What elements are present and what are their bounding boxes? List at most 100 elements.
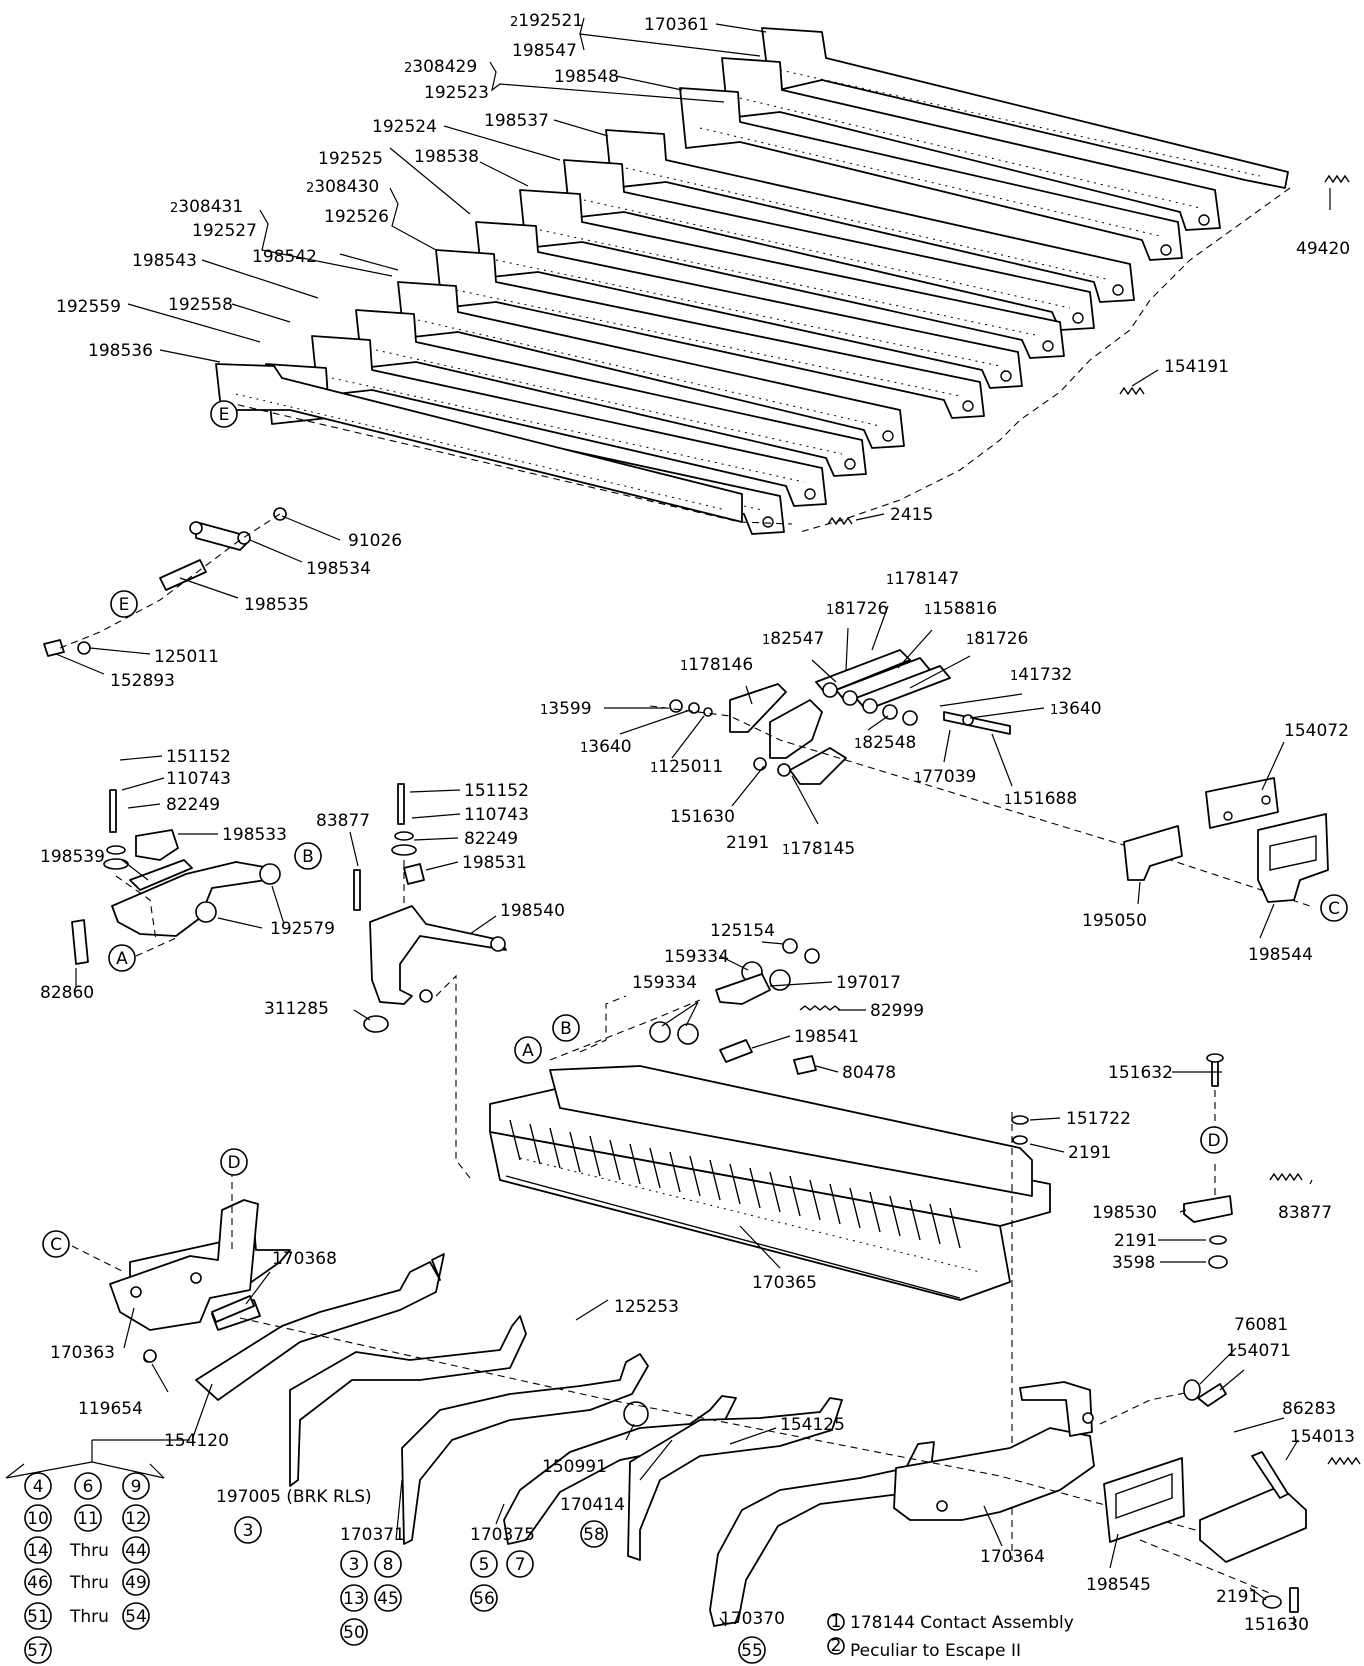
part-label: 151152 [464, 781, 529, 801]
part-label: 198541 [794, 1027, 859, 1047]
part-number: 308431 [178, 197, 243, 217]
contact-assembly [649, 649, 1311, 907]
marker-glyph: 1 [650, 761, 658, 776]
part-label: 1158816 [924, 599, 997, 619]
svg-text:D: D [227, 1153, 240, 1173]
code-bar [721, 57, 1221, 231]
part-label: 2308430 [306, 177, 379, 197]
shaft-assembly [43, 507, 287, 657]
marker-glyph: 1 [1004, 793, 1012, 808]
svg-text:7: 7 [515, 1555, 526, 1575]
part-label: 1125011 [650, 757, 723, 777]
code-bar [519, 189, 1065, 359]
svg-text:56: 56 [473, 1589, 495, 1609]
svg-text:3: 3 [243, 1521, 254, 1541]
bracket-198540 [353, 783, 507, 1179]
part-label: 170364 [980, 1547, 1045, 1567]
part-label: 198543 [132, 251, 197, 271]
marker-glyph: 1 [580, 741, 588, 756]
key-number: 49 [122, 1568, 150, 1596]
svg-text:9: 9 [131, 1477, 142, 1497]
part-label: 110743 [166, 769, 231, 789]
key-range-word: Thru [69, 1607, 109, 1627]
marker-glyph: 2 [306, 181, 314, 196]
part-label: 13640 [1050, 699, 1102, 719]
part-number: 3640 [588, 737, 631, 757]
part-label: 154013 [1290, 1427, 1355, 1447]
part-number: 178147 [894, 569, 959, 589]
svg-text:55: 55 [741, 1641, 763, 1661]
part-label: 198544 [1248, 945, 1313, 965]
key-number: 45 [374, 1584, 402, 1612]
part-label: 192526 [324, 207, 389, 227]
code-bar [679, 87, 1183, 261]
part-label: 2192521 [510, 11, 583, 31]
part-label: 192524 [372, 117, 437, 137]
svg-text:B: B [560, 1019, 572, 1039]
ref-marker: D [1200, 1126, 1228, 1154]
ref-marker: E [110, 590, 138, 618]
key-number: 7 [506, 1550, 534, 1578]
key-number: 44 [122, 1536, 150, 1564]
part-label: 177039 [914, 767, 976, 787]
code-bar [355, 309, 867, 477]
part-number: 82548 [862, 733, 916, 753]
spring [1119, 386, 1145, 396]
part-label: 154071 [1226, 1341, 1291, 1361]
marker-glyph: 1 [540, 703, 548, 718]
part-label: 2415 [890, 505, 933, 525]
marker-glyph: 1 [782, 843, 790, 858]
part-label: 76081 [1234, 1315, 1288, 1335]
marker-glyph: 1 [886, 573, 894, 588]
spring [1324, 174, 1350, 184]
key-number: 9 [122, 1472, 150, 1500]
part-label: 170370 [720, 1609, 785, 1629]
key-number: 4 [24, 1472, 52, 1500]
svg-text:49: 49 [125, 1573, 147, 1593]
key-number: 57 [24, 1636, 52, 1664]
svg-text:5: 5 [479, 1555, 490, 1575]
part-number: 178145 [790, 839, 855, 859]
part-label: 141732 [1010, 665, 1072, 685]
key-number: 14 [24, 1536, 52, 1564]
part-label: 82999 [870, 1001, 924, 1021]
part-label: 82249 [166, 795, 220, 815]
marker-glyph: 1 [762, 633, 770, 648]
legend-item: 2 Peculiar to Escape II [827, 1636, 1021, 1661]
part-label: 198536 [88, 341, 153, 361]
ref-marker: C [42, 1230, 70, 1258]
part-label: 181726 [966, 629, 1028, 649]
key-number: 46 [24, 1568, 52, 1596]
part-label: 170365 [752, 1273, 817, 1293]
part-label: 311285 [264, 999, 329, 1019]
key-number: 56 [470, 1584, 498, 1612]
ref-marker: B [552, 1014, 580, 1042]
part-labels: 2192521 198547 170361 2308429 192523 198… [40, 11, 1355, 1635]
key-numbers: 4 6 9 10 11 12 14 Thru 44 46 Thru 49 51 … [5, 1463, 766, 1664]
ref-marker: E [210, 400, 238, 428]
ref-marker: A [108, 944, 136, 972]
part-number: 81726 [974, 629, 1028, 649]
spring [827, 516, 853, 526]
part-label: 192527 [192, 221, 257, 241]
marker-glyph: 1 [826, 603, 834, 618]
marker-glyph: 1 [914, 771, 922, 786]
key-number: 55 [738, 1636, 766, 1664]
part-label: 125253 [614, 1297, 679, 1317]
part-label: 192523 [424, 83, 489, 103]
part-label: 181726 [826, 599, 888, 619]
part-label: 182547 [762, 629, 824, 649]
part-number: 158816 [932, 599, 997, 619]
part-label: 154125 [780, 1415, 845, 1435]
key-number: 5 [470, 1550, 498, 1578]
part-label: 198535 [244, 595, 309, 615]
marker-glyph: 1 [924, 603, 932, 618]
part-label: 198545 [1086, 1575, 1151, 1595]
part-label: 198537 [484, 111, 549, 131]
marker-glyph: 1 [966, 633, 974, 648]
svg-text:6: 6 [83, 1477, 94, 1497]
part-label: 159334 [664, 947, 729, 967]
part-number: 308429 [412, 57, 477, 77]
key-number: 6 [74, 1472, 102, 1500]
comb-channel-170365 [489, 1065, 1051, 1560]
